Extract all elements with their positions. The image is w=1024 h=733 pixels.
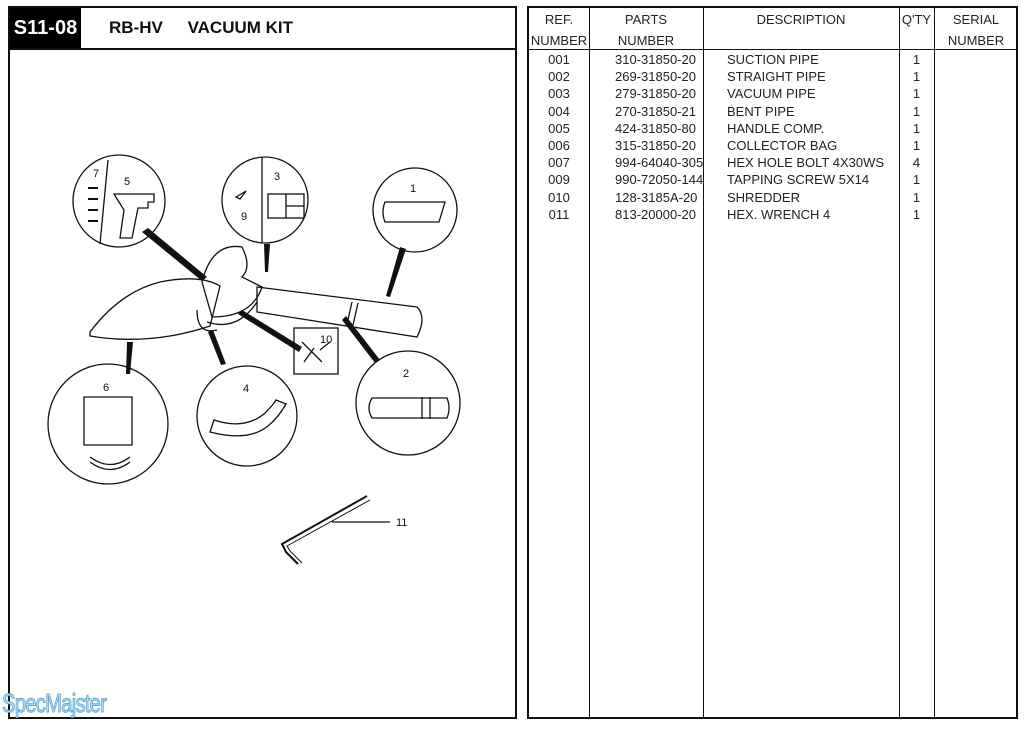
cell-qty: 1 — [912, 86, 921, 102]
cell-description: HEX HOLE BOLT 4X30WS — [727, 155, 885, 171]
callout-label-4: 4 — [243, 383, 249, 395]
cell-description: VACUUM PIPE — [727, 86, 816, 102]
cell-qty: 1 — [912, 206, 921, 222]
cell-ref: 006 — [548, 138, 570, 153]
cell-ref: 011 — [548, 206, 570, 222]
callout-label-9: 9 — [241, 211, 247, 223]
header-ref: REF. NUMBER — [529, 9, 589, 51]
header-parts: PARTS NUMBER — [589, 9, 703, 51]
cell-part-number: 270-31850-21 — [615, 103, 696, 119]
header-qty: Q'TY — [899, 9, 934, 30]
section-code: S11-08 — [10, 8, 81, 48]
cell-description: COLLECTOR BAG — [727, 138, 838, 153]
cell-part-number: 813-20000-20 — [615, 206, 696, 222]
header-ref-line1: REF. — [544, 12, 574, 27]
cell-qty: 1 — [912, 103, 921, 119]
cell-description: SHREDDER — [727, 189, 800, 205]
cell-ref: 001 — [548, 52, 570, 67]
cell-qty: 1 — [912, 69, 921, 85]
header-serial-line2: NUMBER — [947, 33, 1005, 48]
model-name: RB-HV — [109, 18, 163, 37]
table-row: 007 994-64040-305 HEX HOLE BOLT 4X30WS 4 — [529, 154, 1016, 171]
col-divider — [589, 8, 590, 717]
table-row: 001 310-31850-20 SUCTION PIPE 1 — [529, 51, 1016, 68]
cell-ref: 005 — [548, 120, 570, 136]
callout-label-5: 5 — [124, 176, 130, 188]
header-description-line1: DESCRIPTION — [756, 12, 846, 27]
cell-part-number: 310-31850-20 — [615, 52, 696, 67]
kit-title: VACUUM KIT — [187, 18, 294, 37]
callout-straight-pipe: 2 — [355, 350, 461, 456]
title-bar: S11-08 RB-HV VACUUM KIT — [10, 8, 515, 50]
table-row: 011 813-20000-20 HEX. WRENCH 4 1 — [529, 206, 1016, 223]
cell-qty: 1 — [912, 52, 921, 67]
cell-ref: 010 — [548, 189, 570, 205]
cell-qty: 1 — [912, 189, 921, 205]
table-row: 004 270-31850-21 BENT PIPE 1 — [529, 103, 1016, 120]
table-row: 010 128-3185A-20 SHREDDER 1 — [529, 189, 1016, 206]
cell-ref: 004 — [548, 103, 570, 119]
callout-label-3: 3 — [274, 171, 280, 183]
header-parts-line2: NUMBER — [617, 33, 675, 48]
header-separator — [529, 49, 1016, 50]
header-description: DESCRIPTION — [703, 9, 899, 30]
cell-qty: 4 — [912, 155, 921, 171]
cell-part-number: 424-31850-80 — [615, 120, 696, 136]
cell-ref: 007 — [548, 155, 570, 171]
header-qty-line1: Q'TY — [901, 12, 932, 27]
leader-lines — [126, 228, 406, 374]
cell-part-number: 279-31850-20 — [615, 86, 696, 102]
callout-hex-wrench: 11 — [280, 495, 407, 565]
cell-part-number: 269-31850-20 — [615, 69, 696, 85]
parts-table: REF. NUMBER PARTS NUMBER DESCRIPTION Q'T… — [527, 6, 1018, 719]
cell-part-number: 315-31850-20 — [615, 138, 696, 153]
cell-part-number: 990-72050-144 — [615, 172, 704, 188]
cell-description: TAPPING SCREW 5X14 — [727, 172, 870, 188]
callout-label-10: 10 — [320, 334, 332, 346]
diagram-panel: S11-08 RB-HV VACUUM KIT — [8, 6, 517, 719]
callout-bent-pipe: 4 — [196, 365, 298, 467]
table-row: 002 269-31850-20 STRAIGHT PIPE 1 — [529, 68, 1016, 85]
cell-ref: 009 — [548, 172, 570, 188]
cell-qty: 1 — [912, 138, 921, 153]
header-parts-line1: PARTS — [624, 12, 668, 27]
page-title: RB-HV VACUUM KIT — [109, 8, 293, 48]
header-serial-line1: SERIAL — [952, 12, 1000, 27]
cell-description: HEX. WRENCH 4 — [727, 206, 831, 222]
callout-label-7: 7 — [93, 168, 99, 180]
table-row: 009 990-72050-144 TAPPING SCREW 5X14 1 — [529, 171, 1016, 188]
cell-part-number: 994-64040-305 — [615, 155, 704, 171]
cell-description: STRAIGHT PIPE — [727, 69, 826, 85]
blower-assembly — [89, 245, 423, 340]
col-divider — [934, 8, 935, 717]
callout-vacuum-pipe: 3 9 — [221, 156, 309, 244]
table-row: 003 279-31850-20 VACUUM PIPE 1 — [529, 85, 1016, 102]
header-serial: SERIAL NUMBER — [934, 9, 1018, 51]
cell-qty: 1 — [912, 172, 921, 188]
col-divider — [703, 8, 704, 717]
callout-label-2: 2 — [403, 368, 409, 380]
callout-label-1: 1 — [410, 183, 416, 195]
callout-label-11: 11 — [396, 517, 407, 529]
col-divider — [899, 8, 900, 717]
callout-collector-bag: 6 — [47, 363, 169, 485]
header-ref-line2: NUMBER — [530, 33, 588, 48]
cell-description: HANDLE COMP. — [727, 120, 825, 136]
callout-handle-bolts: 7 5 — [72, 154, 166, 248]
watermark-logo: SpecMajster — [2, 688, 108, 719]
exploded-parts-diagram: 7 5 3 9 1 — [47, 154, 461, 565]
callout-label-6: 6 — [103, 382, 109, 394]
callout-shredder: 10 — [293, 327, 339, 375]
cell-description: SUCTION PIPE — [727, 52, 819, 67]
callout-suction-pipe: 1 — [372, 167, 458, 253]
table-row: 005 424-31850-80 HANDLE COMP. 1 — [529, 120, 1016, 137]
cell-ref: 002 — [548, 69, 570, 85]
cell-qty: 1 — [912, 120, 921, 136]
cell-part-number: 128-3185A-20 — [615, 189, 698, 205]
table-row: 006 315-31850-20 COLLECTOR BAG 1 — [529, 137, 1016, 154]
cell-ref: 003 — [548, 86, 570, 102]
cell-description: BENT PIPE — [727, 103, 795, 119]
